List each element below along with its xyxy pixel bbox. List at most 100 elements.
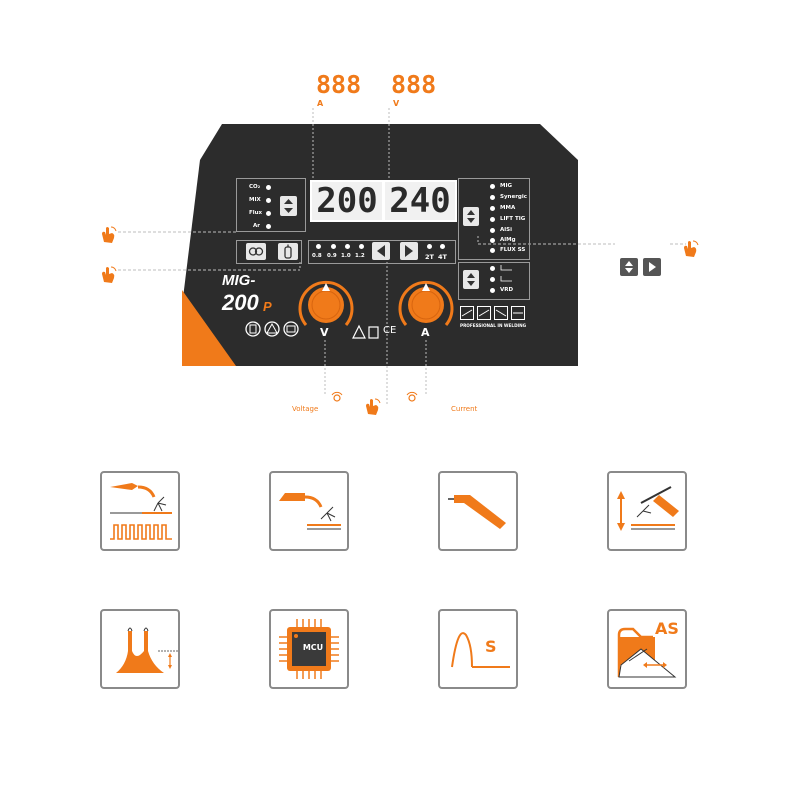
vrd-label: VRD	[500, 287, 514, 293]
feature-tile-mig-pulse	[100, 471, 180, 551]
process-option-almg: AlMg	[500, 237, 516, 243]
gas-check-button[interactable]	[278, 243, 298, 260]
voltage-callout-label: Voltage	[292, 405, 319, 413]
rotate-knob-icon	[331, 391, 343, 402]
s-label: S	[485, 637, 497, 656]
wire-size-led	[345, 244, 350, 249]
wire-inch-button[interactable]	[246, 243, 266, 260]
inductance-panel	[458, 262, 530, 300]
wire-size-09: 0.9	[327, 253, 337, 259]
process-option-mma: MMA	[500, 205, 516, 211]
right-arrow-button[interactable]	[400, 242, 418, 260]
wire-size-12: 1.2	[355, 253, 365, 259]
as-label: AS	[655, 619, 679, 638]
gas-option-mix: MIX	[249, 197, 261, 203]
process-led	[490, 228, 495, 233]
vrd-led	[490, 288, 495, 293]
lcd-current-display: 200	[310, 180, 384, 222]
mig-torch-icon	[279, 493, 341, 530]
process-option-alsi: AlSi	[500, 227, 512, 233]
process-led	[490, 248, 495, 253]
up-down-arrow-icon	[467, 273, 475, 286]
inductance-select-button[interactable]	[463, 270, 479, 289]
feature-tile-mcu: MCU	[269, 609, 349, 689]
gas-led-mix	[266, 198, 271, 203]
arc-force-icon	[116, 627, 178, 673]
process-led	[490, 206, 495, 211]
rotate-knob-icon	[406, 391, 418, 402]
top-ampere-unit: A	[317, 99, 324, 108]
wire-size-led	[316, 244, 321, 249]
wire-size-10: 1.0	[341, 253, 351, 259]
gas-selector-panel	[236, 178, 306, 232]
feature-tile-s-curve: S	[438, 609, 518, 689]
mcu-label: MCU	[302, 643, 324, 652]
up-down-arrow-icon	[625, 261, 633, 273]
safety-icons	[245, 321, 299, 337]
warning-icon	[352, 324, 379, 339]
process-option-lift-tig: LIFT TIG	[500, 216, 526, 222]
process-option-flux-ss: FLUX SS	[500, 247, 526, 253]
mig-pulse-icon	[110, 483, 172, 540]
touch-hand-icon	[102, 266, 117, 283]
touch-hand-icon	[366, 398, 381, 415]
trigger-led-2t	[427, 244, 432, 249]
left-arrow-button[interactable]	[372, 242, 390, 260]
current-knob-label: A	[421, 326, 430, 339]
process-select-button[interactable]	[463, 207, 479, 226]
wire-size-panel	[308, 240, 456, 264]
trigger-mode-2t: 2T	[425, 253, 434, 261]
wire-size-led	[359, 244, 364, 249]
feature-tile-lift-tig	[607, 471, 687, 551]
callout-up-down-button	[620, 258, 638, 276]
current-callout-label: Current	[451, 405, 478, 413]
process-led	[490, 184, 495, 189]
mcu-chip-icon	[279, 619, 339, 679]
feature-tile-mma	[438, 471, 518, 551]
process-option-synergic: Synergic	[500, 194, 527, 200]
inductance-curve-icon	[500, 265, 512, 282]
gas-option-co2: CO₂	[249, 184, 261, 190]
gas-cylinder-icon	[284, 244, 292, 259]
inductance-led	[490, 266, 495, 271]
touch-hand-icon	[684, 240, 699, 257]
wire-spool-icon	[248, 247, 264, 256]
tagline: PROFESSIONAL IN WELDING	[460, 323, 527, 328]
up-down-arrow-icon	[467, 210, 475, 223]
trigger-led-4t	[440, 244, 445, 249]
model-suffix: P	[263, 299, 272, 314]
anti-stick-icon	[617, 627, 677, 678]
model-name-line2: 200	[222, 290, 259, 315]
feature-tile-arc-force	[100, 609, 180, 689]
wire-feed-panel	[236, 240, 302, 264]
gas-led-flux	[266, 211, 271, 216]
s-curve-icon	[451, 632, 510, 668]
feature-tile-mig-torch	[269, 471, 349, 551]
gas-select-button[interactable]	[280, 196, 297, 216]
top-volt-unit: V	[393, 99, 400, 108]
left-arrow-icon	[377, 245, 385, 257]
gas-led-co2	[266, 185, 271, 190]
feature-tile-anti-stick: AS	[607, 609, 687, 689]
gas-option-ar: Ar	[253, 223, 260, 229]
process-selector-panel	[458, 178, 530, 260]
right-arrow-icon	[405, 245, 413, 257]
gas-led-ar	[266, 224, 271, 229]
gas-option-flux: Flux	[249, 210, 263, 216]
voltage-knob[interactable]	[296, 275, 356, 335]
callout-right-button	[643, 258, 661, 276]
lcd-voltage-display: 240	[383, 180, 457, 222]
model-name-line1: MIG-	[222, 272, 256, 289]
touch-hand-icon	[102, 226, 117, 243]
ce-mark: CE	[383, 325, 397, 336]
wire-size-08: 0.8	[312, 253, 322, 259]
lift-tig-icon	[617, 486, 679, 531]
current-knob[interactable]	[396, 275, 456, 335]
voltage-knob-label: V	[320, 326, 329, 339]
mma-electrode-icon	[448, 495, 506, 529]
trigger-mode-4t: 4T	[438, 253, 447, 261]
process-led	[490, 217, 495, 222]
up-down-arrow-icon	[284, 199, 293, 213]
right-arrow-icon	[649, 262, 656, 272]
process-led	[490, 238, 495, 243]
